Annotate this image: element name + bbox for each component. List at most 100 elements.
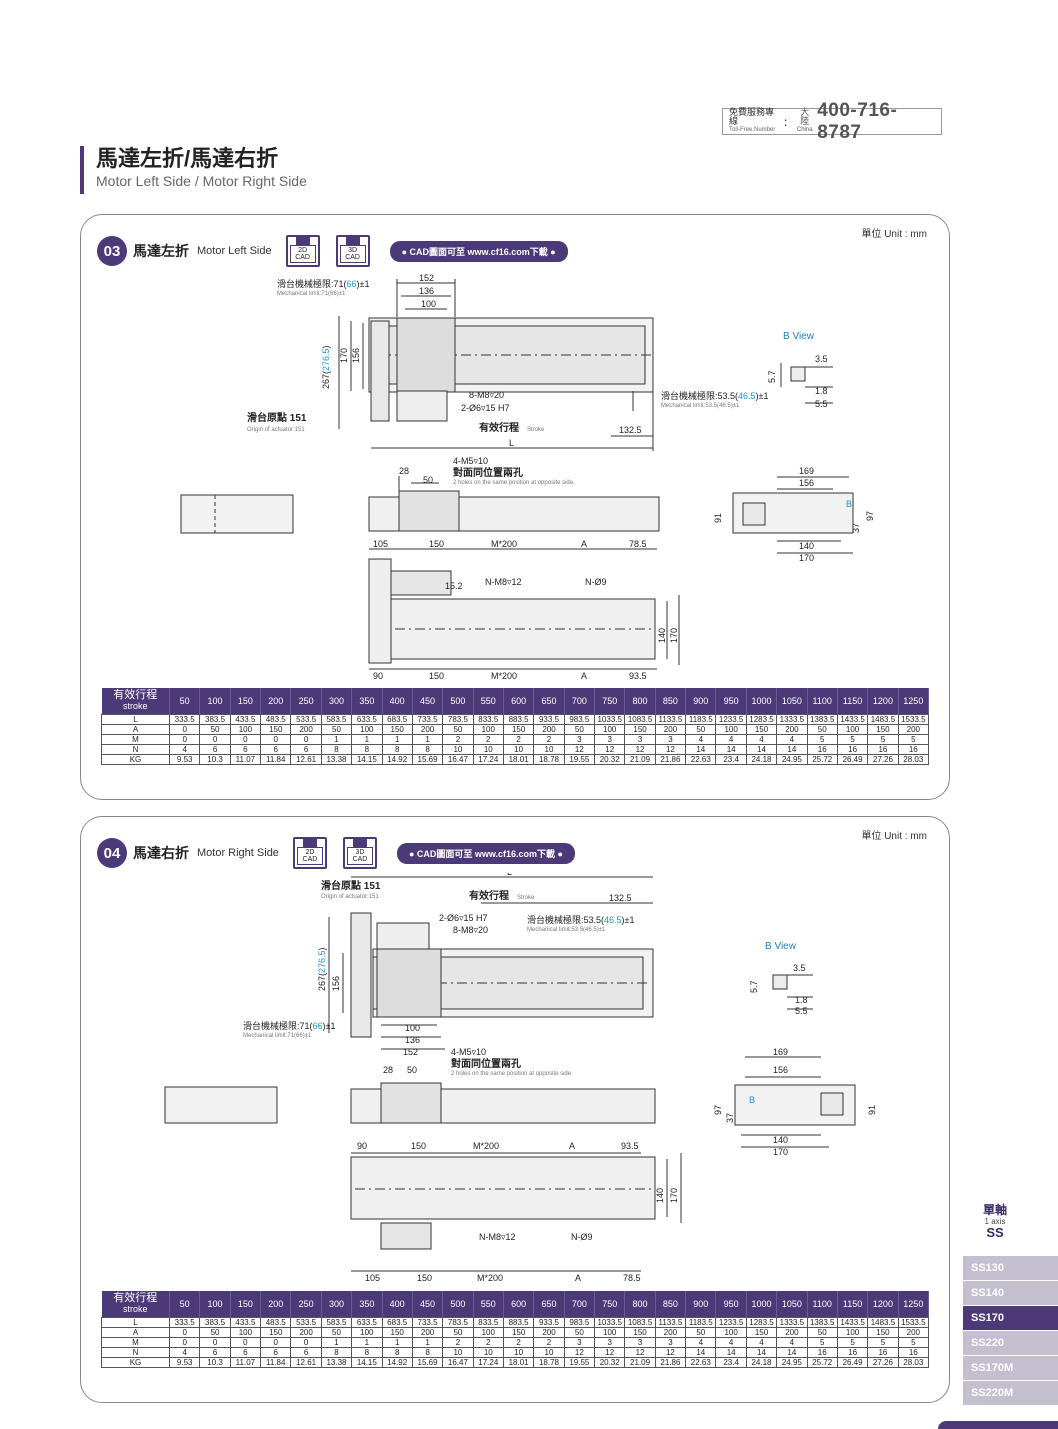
table-cell: 50 — [685, 1326, 717, 1338]
hotline-label: 免費服務專線 Toll-Free Number — [729, 108, 780, 135]
stroke-column-header: 50 — [169, 688, 201, 714]
dim-28: 28 — [383, 1065, 393, 1075]
table-cell: 23.4 — [715, 753, 747, 765]
table-cell: 4 — [715, 733, 747, 745]
stroke-column-header: 300 — [321, 688, 353, 714]
side-category-zh: 單軸 — [982, 1203, 1007, 1217]
section-title-en: Motor Right Side — [197, 847, 279, 859]
table-cell: 200 — [897, 723, 930, 735]
table-cell: 50 — [199, 1326, 231, 1338]
table-cell: 4 — [745, 1336, 778, 1348]
table-cell: 14.15 — [351, 753, 383, 765]
stroke-column-header: 1100 — [807, 688, 838, 714]
b-marker: B — [846, 499, 852, 509]
table-cell: 333.5 — [168, 1316, 201, 1328]
table-cell: 383.5 — [199, 713, 231, 725]
dim-90: 90 — [373, 671, 383, 681]
dim-140-bottom: 140 — [655, 1188, 665, 1203]
row-label: N — [101, 743, 170, 755]
table-cell: 4 — [168, 743, 201, 755]
stroke-header-en: stroke — [122, 700, 148, 711]
stroke-column-header: 950 — [715, 688, 747, 714]
label-nd9: N-Ø9 — [585, 577, 607, 587]
table-cell: 200 — [533, 723, 565, 735]
table-cell: 5 — [897, 733, 930, 745]
table-cell: 8 — [320, 743, 353, 755]
table-cell: 633.5 — [351, 713, 383, 725]
table-cell: 11.84 — [260, 1356, 292, 1368]
table-cell: 2 — [442, 733, 474, 745]
table-cell: 1083.5 — [624, 713, 656, 725]
bottom-motor — [380, 1222, 432, 1250]
hotline-box: 免費服務專線 Toll-Free Number ： 大陸 China 400-7… — [722, 100, 942, 143]
table-cell: 22.63 — [685, 753, 717, 765]
side-menu-item-ss140[interactable]: SS140 — [963, 1281, 1058, 1305]
page-subtitle: Motor Left Side / Motor Right Side — [96, 173, 307, 189]
table-cell: 1 — [381, 733, 413, 745]
table-cell: 150 — [745, 1326, 778, 1338]
table-cell: 2 — [502, 1336, 535, 1348]
table-cell: 21.09 — [624, 1356, 656, 1368]
table-cell: 11.07 — [229, 1356, 262, 1368]
table-cell: 14 — [685, 1346, 717, 1358]
dim-50: 50 — [407, 1065, 417, 1075]
table-cell: 6 — [260, 743, 292, 755]
side-menu-item-ss170[interactable]: SS170 — [963, 1306, 1058, 1330]
cad-3d-icon[interactable]: 3D CAD — [342, 837, 377, 869]
label-d6-holes: 2-Ø6▿15 H7 — [439, 913, 488, 923]
stroke-column-header: 250 — [290, 688, 322, 714]
dim-150: 150 — [411, 1141, 426, 1151]
row-label: L — [101, 713, 170, 725]
table-cell: 19.55 — [563, 1356, 596, 1368]
stroke-column-header: 850 — [655, 1291, 687, 1317]
stroke-column-header: 1050 — [776, 1291, 808, 1317]
cad-download-link[interactable]: ● CAD圖面可至 www.cf16.com下載 ● — [396, 842, 575, 864]
dim-105: 105 — [365, 1273, 380, 1283]
table-cell: 14 — [685, 743, 717, 755]
side-menu-item-ss220m[interactable]: SS220M — [963, 1381, 1058, 1405]
motor-body — [396, 390, 448, 422]
table-cell: 1 — [320, 733, 353, 745]
side-menu-item-ss130[interactable]: SS130 — [963, 1256, 1058, 1280]
table-cell: 1533.5 — [897, 1316, 930, 1328]
stroke-column-header: 300 — [321, 1291, 353, 1317]
table-cell: 27.26 — [867, 753, 899, 765]
side-menu-item-ss170m[interactable]: SS170M — [963, 1356, 1058, 1380]
table-cell: 50 — [320, 723, 353, 735]
table-cell: 11.07 — [229, 753, 262, 765]
table-cell: 1483.5 — [867, 1316, 899, 1328]
dim-78-5: 78.5 — [623, 1273, 641, 1283]
cad-3d-icon[interactable]: 3D CAD — [335, 235, 370, 267]
cad-2d-icon[interactable]: 2D CAD — [285, 235, 320, 267]
hotline-region: 大陸 China — [796, 108, 813, 135]
hotline-number: 400-716-8787 — [817, 99, 898, 143]
bottom-view-body — [350, 1156, 656, 1220]
stroke-column-header: 1000 — [746, 688, 778, 714]
dim-132-5: 132.5 — [619, 425, 642, 435]
dim-97: 97 — [865, 511, 875, 521]
dim-78-5: 78.5 — [629, 539, 647, 549]
side-menu-item-ss220[interactable]: SS220 — [963, 1331, 1058, 1355]
table-cell: 13.38 — [320, 1356, 353, 1368]
cad-2d-icon[interactable]: 2D CAD — [292, 837, 327, 869]
stroke-column-header: 1000 — [746, 1291, 778, 1317]
table-cell: 28.03 — [897, 1356, 930, 1368]
stroke-column-header: 1250 — [898, 688, 930, 714]
table-cell: 200 — [533, 1326, 565, 1338]
stroke-column-header: 550 — [473, 1291, 504, 1317]
table-cell: 1533.5 — [897, 713, 930, 725]
table-cell: 15.69 — [411, 1356, 444, 1368]
dim-169: 169 — [799, 466, 814, 476]
table-cell: 14 — [776, 743, 808, 755]
dim-140: 140 — [799, 541, 814, 551]
cad-download-link[interactable]: ● CAD圖面可至 www.cf16.com下載 ● — [389, 240, 568, 262]
dim-170-bottom: 170 — [669, 628, 679, 643]
stroke-column-header: 150 — [230, 1291, 262, 1317]
stroke-column-header: 400 — [382, 688, 413, 714]
stroke-label-en: Stroke — [517, 895, 535, 901]
table-cell: 100 — [472, 723, 504, 735]
table-cell: 26.49 — [836, 1356, 869, 1368]
table-cell: 483.5 — [260, 1316, 292, 1328]
